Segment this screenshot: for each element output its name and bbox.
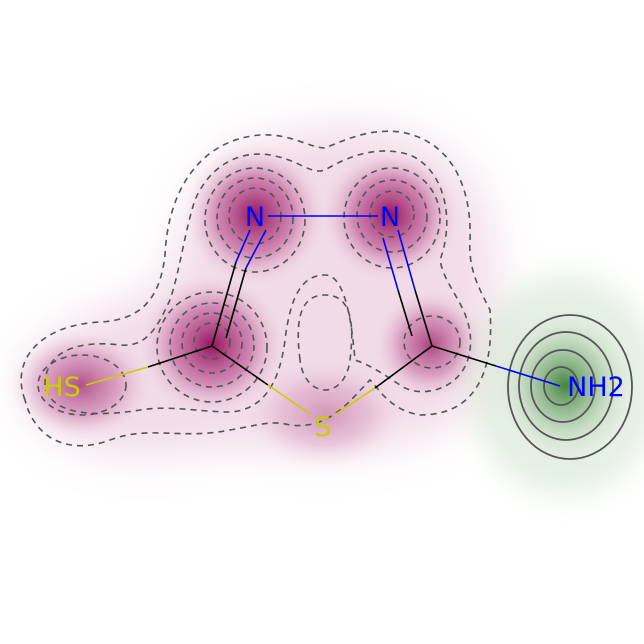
bond-s-c2-k bbox=[374, 345, 433, 389]
negative-contours bbox=[20, 130, 492, 447]
atom-nh2-label: NH2 bbox=[567, 372, 625, 403]
bond-c1-sh bbox=[147, 345, 213, 368]
negative-field bbox=[10, 126, 496, 470]
bond-n2-c2-a bbox=[397, 229, 416, 291]
bond-c1-s-y bbox=[267, 384, 311, 415]
positive-contours bbox=[507, 314, 633, 460]
bonds bbox=[85, 215, 561, 415]
bond-c1-n1-b bbox=[225, 267, 247, 339]
bond-n2-c2-b bbox=[382, 237, 399, 291]
atom-labels: N N S HS NH2 bbox=[43, 202, 625, 443]
atom-n1-label: N bbox=[245, 202, 265, 233]
atom-sh-label: HS bbox=[43, 372, 80, 403]
bond-c1-n1-a-top bbox=[235, 229, 251, 263]
bond-c1-s bbox=[211, 345, 269, 386]
bond-n2-c2-b-low bbox=[397, 289, 413, 337]
bond-c1-sh-y bbox=[85, 366, 149, 386]
atom-n2-label: N bbox=[380, 202, 400, 233]
bond-c1-n1-b-top bbox=[245, 229, 267, 269]
atom-s-label: S bbox=[314, 412, 331, 443]
bond-s-c2 bbox=[335, 387, 376, 415]
bond-c2-nh2 bbox=[431, 345, 497, 367]
bond-n2-c2-a-low bbox=[414, 289, 433, 347]
bond-c2-nh2-b bbox=[495, 365, 561, 387]
bond-c1-n1-a bbox=[211, 261, 237, 347]
